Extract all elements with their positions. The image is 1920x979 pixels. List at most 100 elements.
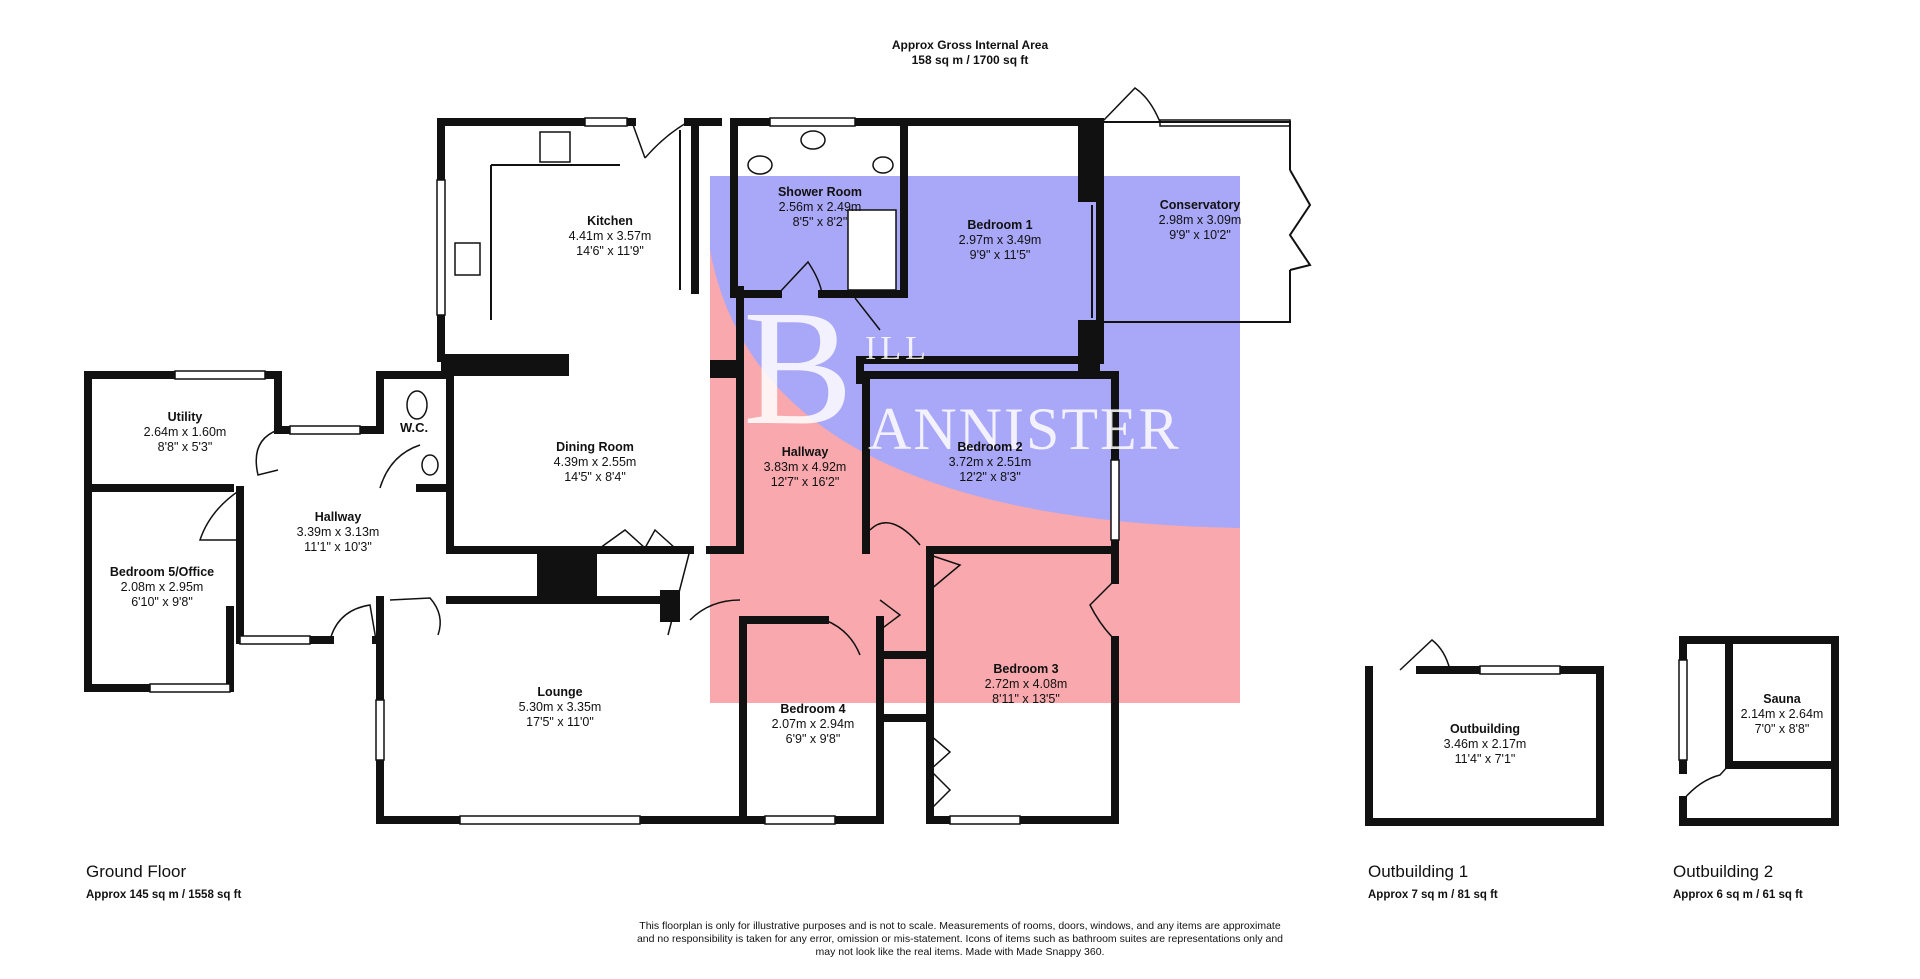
bedroom5-window — [149, 683, 231, 693]
dining-name: Dining Room — [556, 440, 634, 454]
west-hall-door-1 — [255, 429, 279, 476]
hallway-main-name: Hallway — [781, 445, 829, 459]
cupboard-door-1 — [879, 599, 902, 631]
outbuilding-metric: 3.46m x 2.17m — [1443, 737, 1527, 751]
room-kitchen: Kitchen 4.41m x 3.57m 14'6" x 11'9" — [530, 214, 690, 259]
sauna-door — [1682, 764, 1730, 801]
room-utility: Utility 2.64m x 1.60m 8'8" x 5'3" — [105, 410, 265, 455]
conservatory-name: Conservatory — [1159, 198, 1241, 212]
lounge-window — [459, 815, 641, 825]
bedroom3-metric: 2.72m x 4.08m — [984, 677, 1068, 691]
room-bedroom3: Bedroom 3 2.72m x 4.08m 8'11" x 13'5" — [946, 662, 1106, 707]
room-shower: Shower Room 2.56m x 2.49m 8'5" x 8'2" — [745, 185, 895, 230]
lounge-name: Lounge — [537, 685, 583, 699]
outbuilding2-area: Approx 6 sq m / 61 sq ft — [1673, 889, 1803, 901]
utility-imperial: 8'8" x 5'3" — [157, 440, 213, 454]
sauna-metric: 2.14m x 2.64m — [1740, 707, 1824, 721]
bedroom3-name: Bedroom 3 — [993, 662, 1059, 676]
conservatory-frame — [1091, 121, 1291, 323]
room-bedroom1: Bedroom 1 2.97m x 3.49m 9'9" x 11'5" — [920, 218, 1080, 263]
room-lounge: Lounge 5.30m x 3.35m 17'5" x 11'0" — [480, 685, 640, 730]
hob-icon — [539, 131, 571, 163]
conservatory-french-doors — [1288, 169, 1312, 271]
shower-window — [769, 117, 856, 127]
hallway-main-metric: 3.83m x 4.92m — [763, 460, 847, 474]
utility-metric: 2.64m x 1.60m — [143, 425, 227, 439]
hallway-west-name: Hallway — [314, 510, 362, 524]
dining-metric: 4.39m x 2.55m — [553, 455, 637, 469]
lounge-imperial: 17'5" x 11'0" — [526, 715, 594, 729]
conservatory-pillar-bottom — [1078, 320, 1100, 375]
outbuilding1-door — [1399, 639, 1451, 671]
ground-floor-label: Ground Floor — [86, 862, 187, 881]
bedroom3-side-door — [1089, 579, 1116, 641]
kitchen-partition — [490, 130, 681, 320]
disclaimer-line1: This floorplan is only for illustrative … — [639, 920, 1281, 932]
bedroom3-door — [929, 554, 962, 591]
bedroom4-door — [824, 619, 861, 656]
cupboard-walls — [876, 651, 934, 824]
gross-area-value: 158 sq m / 1700 sq ft — [911, 53, 1029, 67]
west-hall-lower-window — [239, 635, 311, 645]
dining-door — [667, 549, 741, 636]
outbuilding1-label: Outbuilding 1 — [1368, 862, 1469, 881]
toilet-icon — [747, 155, 773, 175]
kitchen-window — [584, 117, 628, 127]
outbuilding1-area: Approx 7 sq m / 81 sq ft — [1368, 889, 1498, 901]
utility-name: Utility — [167, 410, 203, 424]
bedroom4-imperial: 6'9" x 9'8" — [785, 732, 841, 746]
conservatory-door — [1101, 87, 1161, 123]
wc-door — [379, 444, 421, 489]
conservatory-imperial: 9'9" x 10'2" — [1169, 228, 1231, 242]
room-bedroom2: Bedroom 2 3.72m x 2.51m 12'2" x 8'3" — [910, 440, 1070, 485]
kitchen-imperial: 14'6" x 11'9" — [576, 244, 644, 258]
kitchen-metric: 4.41m x 3.57m — [568, 229, 652, 243]
bedroom5-metric: 2.08m x 2.95m — [120, 580, 204, 594]
hallway-pillar — [710, 360, 736, 378]
basin-icon — [800, 130, 826, 150]
bedroom5-imperial: 6'10" x 9'8" — [131, 595, 193, 609]
outbuilding-imperial: 11'4" x 7'1" — [1454, 752, 1516, 766]
hall-door-1 — [854, 297, 881, 331]
outbuilding-name: Outbuilding — [1449, 722, 1521, 736]
shower-door — [777, 260, 823, 295]
sauna-name: Sauna — [1763, 692, 1801, 706]
bedroom2-window — [1110, 459, 1120, 541]
west-hall-door-2 — [198, 489, 241, 541]
cupboard-door-2 — [929, 734, 952, 811]
room-sauna: Sauna 2.14m x 2.64m 7'0" x 8'8" — [1722, 692, 1842, 737]
lounge-side-window — [375, 699, 385, 761]
kitchen-name: Kitchen — [587, 214, 633, 228]
bedroom3-walls — [926, 546, 1119, 824]
sink-icon — [454, 242, 481, 276]
west-hall-window — [289, 425, 361, 435]
bedroom4-name: Bedroom 4 — [780, 702, 846, 716]
room-conservatory: Conservatory 2.98m x 3.09m 9'9" x 10'2" — [1120, 198, 1280, 243]
room-bedroom5: Bedroom 5/Office 2.08m x 2.95m 6'10" x 9… — [82, 565, 242, 610]
wc-basin-icon — [421, 454, 439, 476]
bedroom4-window — [764, 815, 836, 825]
bedroom1-metric: 2.97m x 3.49m — [958, 233, 1042, 247]
bedroom3-imperial: 8'11" x 13'5" — [992, 692, 1060, 706]
lounge-door — [389, 597, 441, 636]
kitchen-door — [631, 121, 689, 159]
kitchen-side-window — [436, 179, 446, 316]
hall-corner-block — [660, 590, 680, 622]
conservatory-pillar-top — [1078, 122, 1100, 202]
shower-name: Shower Room — [777, 185, 863, 199]
main-hallway-walls — [706, 286, 744, 554]
outbuilding2-label: Outbuilding 2 — [1673, 862, 1774, 881]
bedroom5-name: Bedroom 5/Office — [109, 565, 215, 579]
room-dining: Dining Room 4.39m x 2.55m 14'5" x 8'4" — [515, 440, 675, 485]
gross-area-header: Approx Gross Internal Area 158 sq m / 17… — [830, 38, 1110, 68]
bedroom2-imperial: 12'2" x 8'3" — [959, 470, 1021, 484]
sauna-imperial: 7'0" x 8'8" — [1754, 722, 1810, 736]
outbuilding1-window — [1479, 665, 1561, 675]
dining-french-door — [599, 528, 676, 549]
disclaimer-line3: may not look like the real items. Made w… — [815, 946, 1105, 958]
conservatory-metric: 2.98m x 3.09m — [1158, 213, 1242, 227]
bidet-icon — [872, 156, 894, 174]
gross-area-title: Approx Gross Internal Area — [891, 38, 1049, 52]
